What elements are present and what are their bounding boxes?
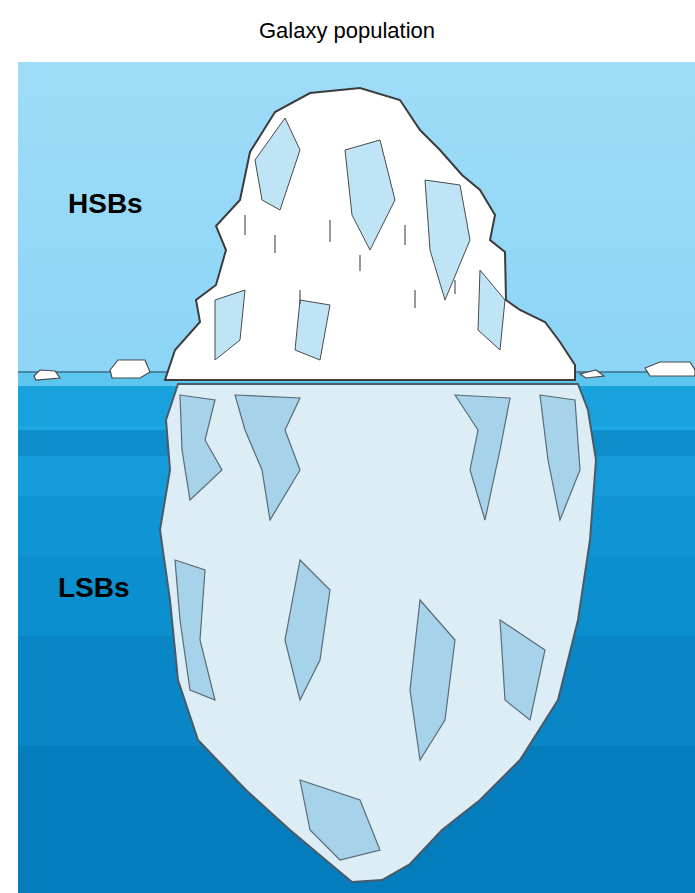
- iceberg-underwater: [160, 384, 596, 882]
- iceberg-shading: [215, 118, 505, 360]
- iceberg-shading: [175, 395, 580, 860]
- water: [18, 372, 695, 893]
- diagram-title: Galaxy population: [259, 18, 435, 44]
- region-label: LSBs: [58, 572, 130, 604]
- iceberg-above-water: [165, 88, 575, 380]
- ice-chunk: [34, 360, 695, 380]
- iceberg-drips: [245, 215, 455, 308]
- region-label: HSBs: [68, 188, 143, 220]
